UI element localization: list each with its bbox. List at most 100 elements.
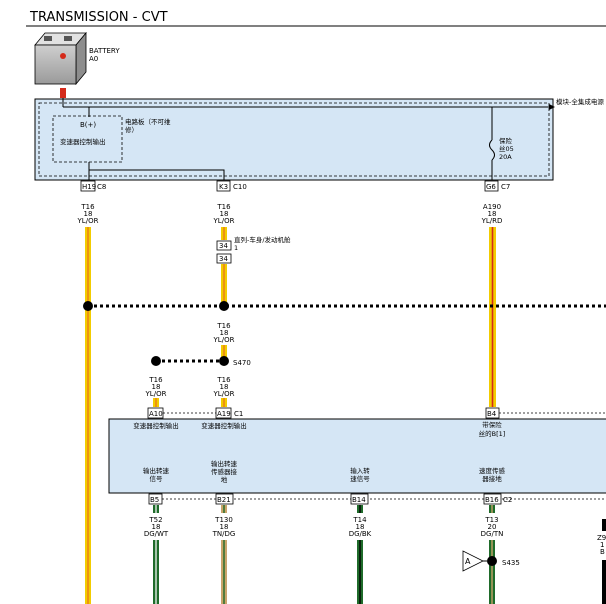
svg-text:C10: C10 <box>233 183 247 191</box>
wire-yl-or-s470-left <box>153 398 159 407</box>
svg-text:18: 18 <box>152 383 161 391</box>
wire-label-3: A190 18 YL/RD <box>481 203 503 225</box>
tcm-fused-1: 带保险 <box>482 420 502 429</box>
svg-text:T16: T16 <box>216 322 231 330</box>
svg-text:18: 18 <box>220 523 229 531</box>
battery-label: BATTERY <box>89 47 120 55</box>
svg-text:G6: G6 <box>486 183 496 191</box>
splice-s435-label: S435 <box>502 559 520 567</box>
svg-text:T16: T16 <box>216 203 231 211</box>
svg-text:34: 34 <box>219 242 228 250</box>
svg-text:1: 1 <box>234 244 238 252</box>
battery-icon <box>34 31 87 86</box>
svg-text:输出转速: 输出转速 <box>143 466 170 475</box>
bus-arrow-icon <box>549 104 555 110</box>
svg-text:B16: B16 <box>485 496 499 504</box>
pcb-note: 电路板（不可维 <box>125 117 171 126</box>
tcm-signal-1-label: 输出转速 信号 <box>143 466 170 483</box>
wire-label-4: T16 18 YL/OR <box>213 322 235 344</box>
connector-b4: B4 <box>485 407 500 419</box>
tcm-signal-3-label: 输入转 速信号 <box>350 466 370 483</box>
svg-text:T16: T16 <box>216 376 231 384</box>
splice-s470-dot-left <box>151 356 161 366</box>
svg-text:B4: B4 <box>487 410 497 418</box>
wire-dg-bk <box>357 505 363 604</box>
svg-text:T13: T13 <box>484 516 498 524</box>
right-edge-bar <box>602 519 606 531</box>
svg-text:C7: C7 <box>501 183 510 191</box>
svg-text:18: 18 <box>356 523 365 531</box>
wire-label-2: T16 18 YL/OR <box>213 203 235 225</box>
tcm-output-1: 变速器控制输出 <box>133 421 179 430</box>
svg-text:输出转速: 输出转速 <box>211 459 238 468</box>
wire-label-5: T16 18 YL/OR <box>145 376 167 398</box>
svg-text:地: 地 <box>221 475 228 484</box>
splice-s435-dot <box>487 556 497 566</box>
connector-a19: A19 C1 <box>215 407 243 419</box>
wire-dg-wt <box>153 505 159 604</box>
arrow-a-icon <box>462 550 484 572</box>
wire-yl-or-mid-2 <box>221 264 227 306</box>
splice-s470-dot-right <box>219 356 229 366</box>
wire-yl-rd <box>489 227 496 407</box>
svg-text:20: 20 <box>488 523 497 531</box>
fuse-label-3: 20A <box>499 153 512 161</box>
svg-text:YL/OR: YL/OR <box>145 390 167 398</box>
tcm-module-box <box>108 418 606 494</box>
battery-code: A0 <box>89 55 98 63</box>
svg-text:B14: B14 <box>352 496 366 504</box>
svg-text:C1: C1 <box>234 410 243 418</box>
svg-text:T14: T14 <box>352 516 367 524</box>
svg-text:18: 18 <box>84 210 93 218</box>
wire-label-6: T16 18 YL/OR <box>213 376 235 398</box>
wire-yl-or-mid-1 <box>221 227 227 240</box>
connector-a10: A10 <box>147 407 164 419</box>
pcb-box <box>52 115 123 163</box>
svg-text:TN/DG: TN/DG <box>212 530 236 538</box>
wire-tn-dg <box>221 505 227 604</box>
svg-text:DG/BK: DG/BK <box>349 530 372 538</box>
wire-yl-or-left <box>85 227 91 604</box>
svg-text:YL/RD: YL/RD <box>481 217 503 225</box>
fuse-label-2: 丝05 <box>499 144 514 153</box>
page-title: TRANSMISSION - CVT <box>29 10 168 25</box>
battery-fuse-link <box>60 88 66 98</box>
fuse-label-1: 保险 <box>499 136 513 145</box>
tcm-signal-4-label: 速度传感 器接地 <box>479 466 506 483</box>
svg-text:A10: A10 <box>149 410 163 418</box>
svg-text:C2: C2 <box>503 496 512 504</box>
pcb-note-2: 修） <box>125 125 138 134</box>
right-edge-bar-2 <box>602 560 606 604</box>
svg-text:直列-车身/发动机舱: 直列-车身/发动机舱 <box>234 235 291 244</box>
power-module-inner <box>38 102 550 177</box>
connector-b16: B16 C2 <box>483 493 512 505</box>
svg-text:B21: B21 <box>217 496 231 504</box>
connector-g6: G6 C7 <box>484 180 510 192</box>
splice-dot-left <box>83 301 93 311</box>
svg-text:DG/TN: DG/TN <box>481 530 504 538</box>
splice-s470-label: S470 <box>233 359 251 367</box>
svg-text:器接地: 器接地 <box>482 474 502 483</box>
svg-text:18: 18 <box>220 329 229 337</box>
svg-text:YL/OR: YL/OR <box>213 336 235 344</box>
connector-h19: H19 C8 <box>80 180 106 192</box>
svg-text:DG/WT: DG/WT <box>144 530 169 538</box>
wire-label-b2: T130 18 TN/DG <box>212 516 236 538</box>
svg-text:34: 34 <box>219 255 228 263</box>
power-module-box <box>34 98 554 181</box>
connector-b5: B5 <box>148 493 163 505</box>
connector-b14: B14 <box>350 493 369 505</box>
tcm-fused-2: 丝的B[1] <box>479 429 506 438</box>
wire-label-b3: T14 18 DG/BK <box>349 516 372 538</box>
fuse-icon <box>489 139 495 161</box>
wire-label-b4: T13 20 DG/TN <box>481 516 504 538</box>
tcm-signal-2-label: 输出转速 传感器接 地 <box>211 459 238 484</box>
svg-text:18: 18 <box>488 210 497 218</box>
svg-text:T16: T16 <box>80 203 95 211</box>
wire-dg-tn <box>489 505 495 604</box>
inline-connector-34: 34 34 直列-车身/发动机舱 1 <box>216 235 291 264</box>
bplus-label: B(+) <box>80 121 96 129</box>
svg-text:18: 18 <box>152 523 161 531</box>
wire-label-1: T16 18 YL/OR <box>77 203 99 225</box>
svg-text:A19: A19 <box>217 410 231 418</box>
